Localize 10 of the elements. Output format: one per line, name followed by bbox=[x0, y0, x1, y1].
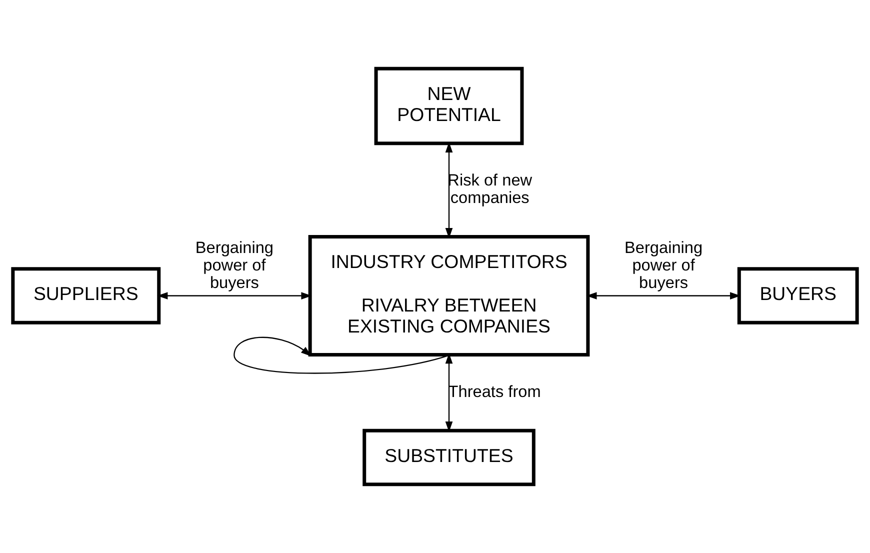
node-box: BUYERS bbox=[737, 267, 859, 324]
node-box: NEW POTENTIAL bbox=[374, 66, 524, 146]
node-box: SUPPLIERS bbox=[11, 267, 161, 324]
edge-label: Risk of new companies bbox=[448, 172, 532, 208]
node-box: INDUSTRY COMPETITORS RIVALRY BETWEEN EXISTING COMPANIES bbox=[308, 235, 590, 356]
edge-label: Bergaining power of buyers bbox=[624, 238, 703, 292]
arrow bbox=[157, 292, 312, 300]
edge-label: Threats from bbox=[448, 382, 541, 401]
edge-label: Bergaining power of buyers bbox=[195, 238, 274, 292]
node-box: SUBSTITUTES bbox=[362, 428, 536, 486]
